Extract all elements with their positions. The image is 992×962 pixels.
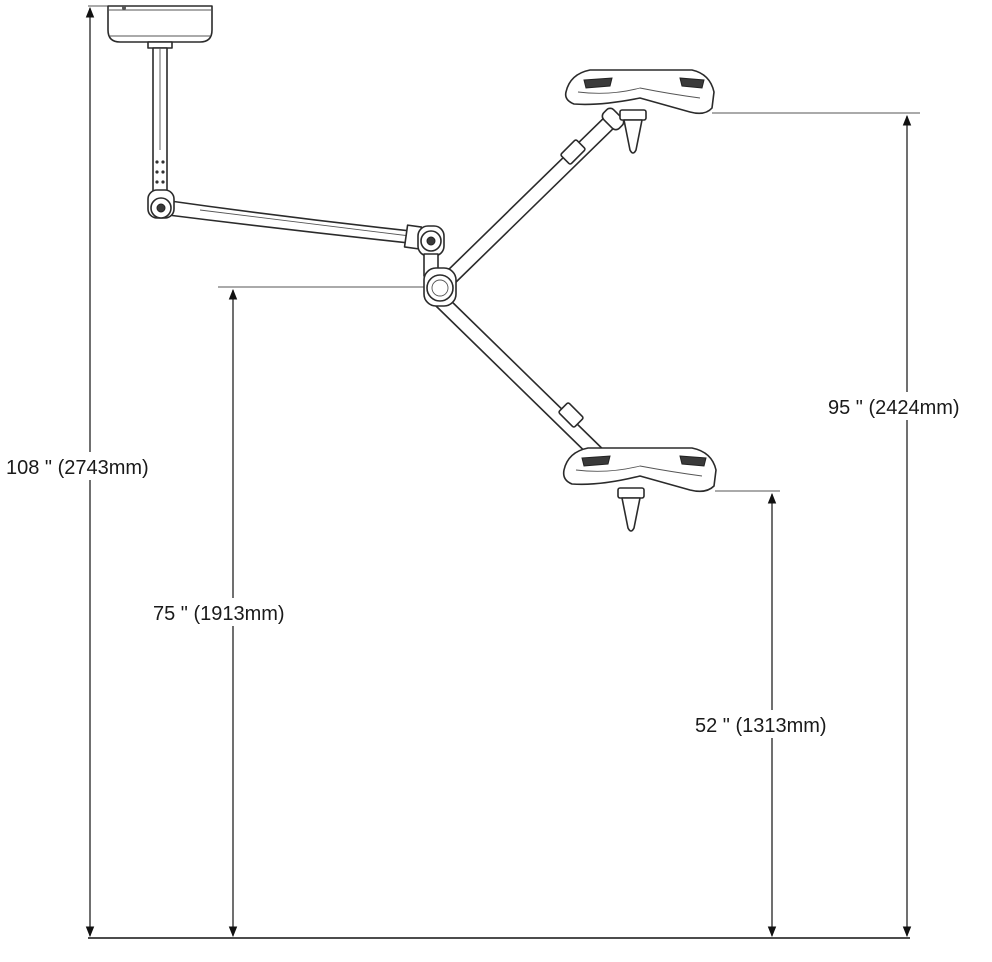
central-pivot — [423, 267, 457, 307]
ceiling-mount — [107, 5, 213, 49]
upper-light-head — [564, 69, 715, 154]
upper-spring-arm — [441, 107, 625, 287]
drop-tube — [152, 47, 168, 197]
dimension-upper-head-height: 95 " (2424mm) — [712, 112, 988, 938]
label-upper-head-height: 95 " (2424mm) — [828, 397, 960, 419]
lower-spring-arm — [435, 295, 623, 473]
shoulder-joint — [147, 189, 175, 219]
dimension-pivot-height: 75 " (1913mm) — [150, 286, 425, 938]
dimension-lower-head-height: 52 " (1313mm) — [690, 490, 856, 938]
lower-light-head — [562, 447, 717, 532]
label-lower-head-height: 52 " (1313mm) — [695, 715, 827, 737]
label-pivot-height: 75 " (1913mm) — [153, 603, 285, 625]
extension-arm — [159, 199, 423, 250]
label-total-height: 108 " (2743mm) — [6, 457, 149, 479]
dimension-total-height: 108 " (2743mm) — [4, 5, 176, 938]
